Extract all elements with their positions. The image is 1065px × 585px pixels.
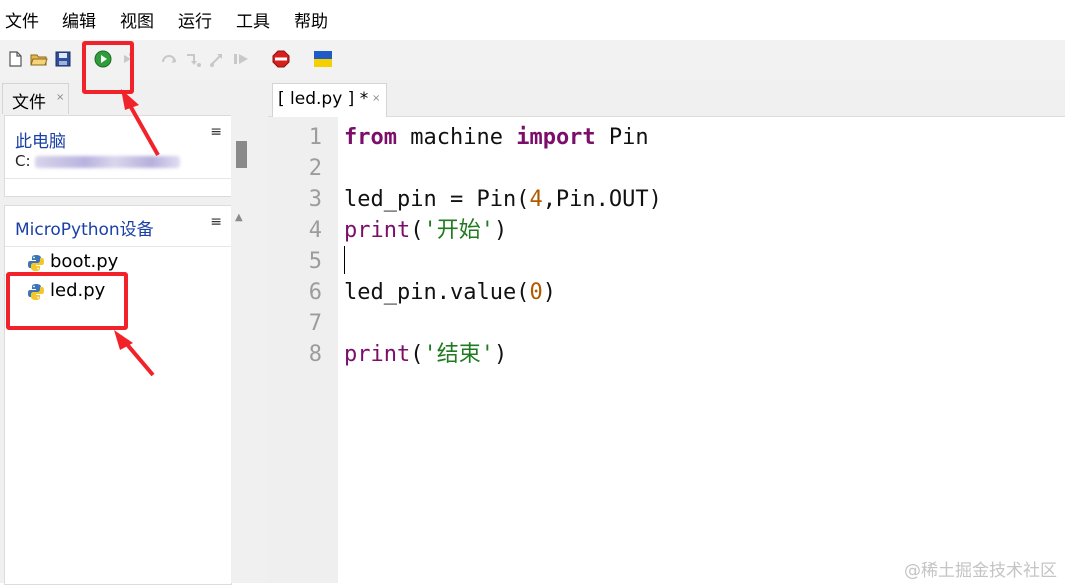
- device-panel-header: MicroPython设备 ≡: [5, 206, 231, 247]
- menu-bar: 文件 编辑 视图 运行 工具 帮助: [0, 0, 1065, 40]
- code-line-1[interactable]: from machine import Pin: [344, 122, 649, 153]
- line-number: 7: [308, 311, 322, 336]
- editor-tab-bar: [268, 80, 1065, 117]
- step-into-icon: [187, 54, 201, 67]
- number-literal: 4: [529, 187, 543, 212]
- computer-path[interactable]: C:: [15, 152, 31, 170]
- python-file-icon: [28, 284, 44, 300]
- redacted-path: [35, 156, 180, 168]
- builtin-function: print: [344, 218, 411, 243]
- device-panel: MicroPython设备 ≡ boot.py led.py: [4, 205, 232, 585]
- line-number: 8: [308, 342, 322, 367]
- menu-tools[interactable]: 工具: [236, 12, 270, 32]
- scroll-up-icon[interactable]: ▲: [235, 212, 243, 223]
- code-text: (: [410, 342, 424, 367]
- code-text: ): [493, 342, 508, 367]
- line-number: 6: [308, 280, 322, 305]
- line-number-gutter: [268, 117, 338, 583]
- python-file-icon: [28, 255, 44, 271]
- close-icon[interactable]: ×: [372, 93, 381, 104]
- code-text: Pin: [595, 125, 649, 150]
- close-icon[interactable]: ×: [56, 92, 65, 103]
- scrollbar-thumb[interactable]: [236, 141, 247, 168]
- code-text: ,Pin.OUT): [542, 187, 662, 212]
- scrollbar[interactable]: [231, 115, 253, 583]
- hamburger-icon[interactable]: ≡: [210, 124, 222, 140]
- menu-edit[interactable]: 编辑: [62, 12, 96, 32]
- tab-files-label: 文件: [12, 93, 46, 113]
- code-line-3[interactable]: led_pin = Pin(4,Pin.OUT): [344, 184, 662, 215]
- run-icon[interactable]: [94, 50, 112, 68]
- string-literal: '开始': [423, 218, 494, 243]
- step-out-icon: [210, 54, 222, 67]
- flag-icon[interactable]: [314, 51, 332, 67]
- code-line-4[interactable]: print('开始'): [344, 215, 507, 246]
- step-over-icon: [162, 55, 176, 63]
- menu-view[interactable]: 视图: [120, 12, 154, 32]
- code-text: ): [542, 280, 556, 305]
- editor-tab-label: [ led.py ] *: [278, 89, 369, 109]
- menu-file[interactable]: 文件: [5, 12, 39, 32]
- computer-panel: 此电脑 ≡ C:: [4, 115, 232, 197]
- watermark: @稀土掘金技术社区: [904, 561, 1057, 581]
- code-line-6[interactable]: led_pin.value(0): [344, 277, 556, 308]
- panel-title-computer: 此电脑: [15, 132, 66, 152]
- line-number: 3: [308, 187, 322, 212]
- resume-icon: [234, 54, 248, 64]
- highlight-box-led-file: [6, 272, 128, 330]
- number-literal: 0: [529, 280, 543, 305]
- new-file-icon[interactable]: [6, 50, 24, 68]
- builtin-function: print: [344, 342, 411, 367]
- text-cursor: [344, 246, 345, 274]
- keyword: import: [516, 125, 596, 150]
- computer-panel-header: 此电脑 ≡ C:: [5, 116, 231, 179]
- code-text: led_pin = Pin(: [344, 187, 530, 212]
- menu-help[interactable]: 帮助: [294, 12, 328, 32]
- tab-led-py[interactable]: [ led.py ] * ×: [272, 83, 387, 117]
- highlight-box-run: [82, 41, 134, 94]
- file-name: boot.py: [50, 251, 119, 272]
- code-text: ): [493, 218, 508, 243]
- code-editor[interactable]: [338, 117, 1065, 583]
- hamburger-icon[interactable]: ≡: [210, 214, 222, 230]
- code-text: led_pin.value(: [344, 280, 530, 305]
- line-number: 2: [308, 156, 322, 181]
- stop-icon[interactable]: [272, 50, 290, 68]
- toolbar: [0, 40, 1065, 80]
- line-number: 1: [308, 125, 322, 150]
- open-folder-icon[interactable]: [30, 50, 48, 68]
- menu-run[interactable]: 运行: [178, 12, 212, 32]
- code-line-8[interactable]: print('结束'): [344, 339, 507, 370]
- line-number: 4: [308, 218, 322, 243]
- string-literal: '结束': [423, 342, 494, 367]
- tab-files[interactable]: 文件 ×: [2, 83, 69, 114]
- panel-title-device: MicroPython设备: [15, 220, 154, 240]
- code-text: machine: [396, 125, 517, 150]
- line-number: 5: [308, 249, 322, 274]
- keyword: from: [344, 125, 397, 150]
- save-icon[interactable]: [54, 50, 72, 68]
- file-name: led.py: [50, 280, 106, 301]
- code-text: (: [410, 218, 424, 243]
